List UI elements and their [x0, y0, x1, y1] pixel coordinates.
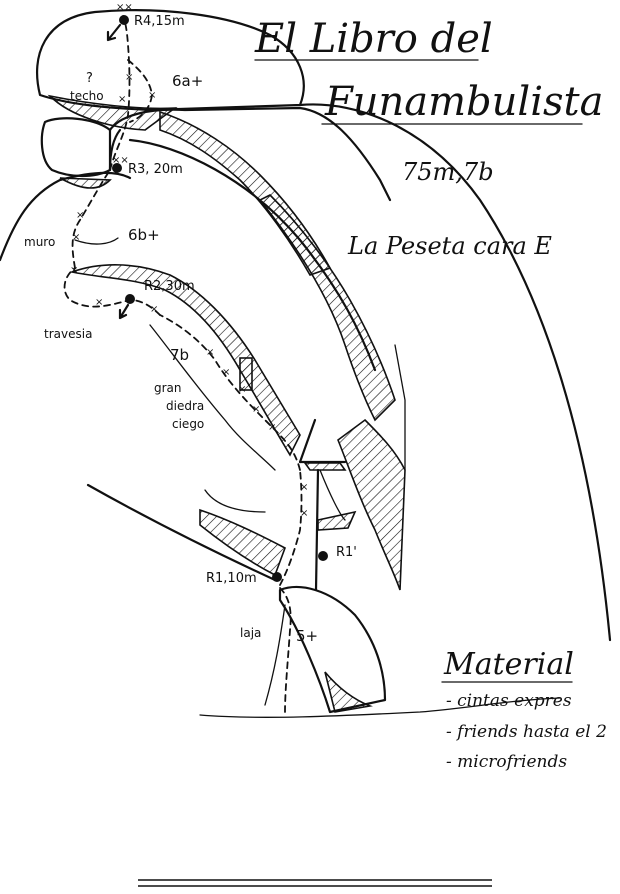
- route-length-grade: 75m,7b: [402, 158, 494, 186]
- title-block: El Libro del Funambulista 75m,7b La Pese…: [254, 16, 603, 260]
- svg-text:×: ×: [72, 232, 80, 243]
- label-diedro-2: diedra: [166, 399, 204, 413]
- svg-text:×: ×: [150, 304, 158, 315]
- belay-r1p-dot: [318, 551, 328, 561]
- grade-pitch2: 7b: [170, 346, 189, 364]
- belay-r3-dot: [112, 163, 122, 173]
- label-travesia: travesia: [44, 327, 92, 341]
- svg-text:×: ×: [70, 265, 78, 276]
- sector-name: La Peseta cara E: [347, 232, 552, 260]
- svg-text:×: ×: [76, 210, 84, 221]
- svg-text:×: ×: [206, 347, 214, 358]
- belay-r1-label: R1,10m: [206, 571, 257, 586]
- route-line: [63, 15, 303, 713]
- label-techo: techo: [70, 89, 104, 103]
- svg-text:×: ×: [300, 508, 308, 519]
- svg-text:×: ×: [300, 482, 308, 493]
- svg-text:×: ×: [252, 404, 260, 415]
- svg-text:×: ×: [222, 367, 230, 378]
- label-diedro-1: gran: [154, 381, 182, 395]
- svg-text:×: ×: [95, 297, 103, 308]
- label-laja: laja: [240, 626, 261, 640]
- pitch-grades: 6a+ 6b+ 7b 5+: [128, 72, 318, 645]
- belay-r2-label: R2,30m: [144, 279, 195, 294]
- material-item-3: - microfriends: [446, 752, 567, 772]
- title-line-1: El Libro del: [254, 16, 493, 62]
- question-mark: ?: [86, 71, 93, 86]
- belay-labels: R4,15m R3, 20m R2,30m R1,10m R1': [128, 14, 357, 586]
- svg-text:×: ×: [148, 90, 156, 101]
- belay-r4-label: R4,15m: [134, 14, 185, 29]
- belay-r1p-label: R1': [336, 545, 357, 560]
- grade-pitch1: 5+: [296, 627, 318, 645]
- belay-r4-dot: [119, 15, 129, 25]
- belay-r1-dot: [272, 572, 282, 582]
- title-line-2: Funambulista: [324, 79, 603, 125]
- svg-text:×: ×: [268, 422, 276, 433]
- material-item-2: - friends hasta el 2: [446, 722, 607, 742]
- svg-text:××: ××: [116, 2, 133, 13]
- belay-r3-label: R3, 20m: [128, 162, 183, 177]
- grade-pitch4: 6a+: [172, 72, 203, 90]
- grade-pitch3: 6b+: [128, 226, 160, 244]
- belay-r2-dot: [125, 294, 135, 304]
- material-heading: Material: [443, 647, 574, 682]
- svg-text:××: ××: [112, 155, 129, 166]
- feature-labels: ? techo muro travesia gran diedra ciego …: [24, 71, 261, 640]
- material-block: Material - cintas expres - friends hasta…: [441, 647, 607, 772]
- label-diedro-3: ciego: [172, 417, 204, 431]
- svg-text:×: ×: [125, 72, 133, 83]
- svg-text:×: ×: [118, 94, 126, 105]
- material-item-1: - cintas expres: [446, 691, 572, 711]
- bolt-marks: × × × × × × × × × × × × × × × ×× ××: [70, 2, 308, 519]
- svg-text:×: ×: [238, 384, 246, 395]
- hatched-features: [47, 94, 406, 713]
- footer-rule: [138, 879, 492, 887]
- belay-points: [106, 15, 328, 582]
- label-muro: muro: [24, 235, 55, 249]
